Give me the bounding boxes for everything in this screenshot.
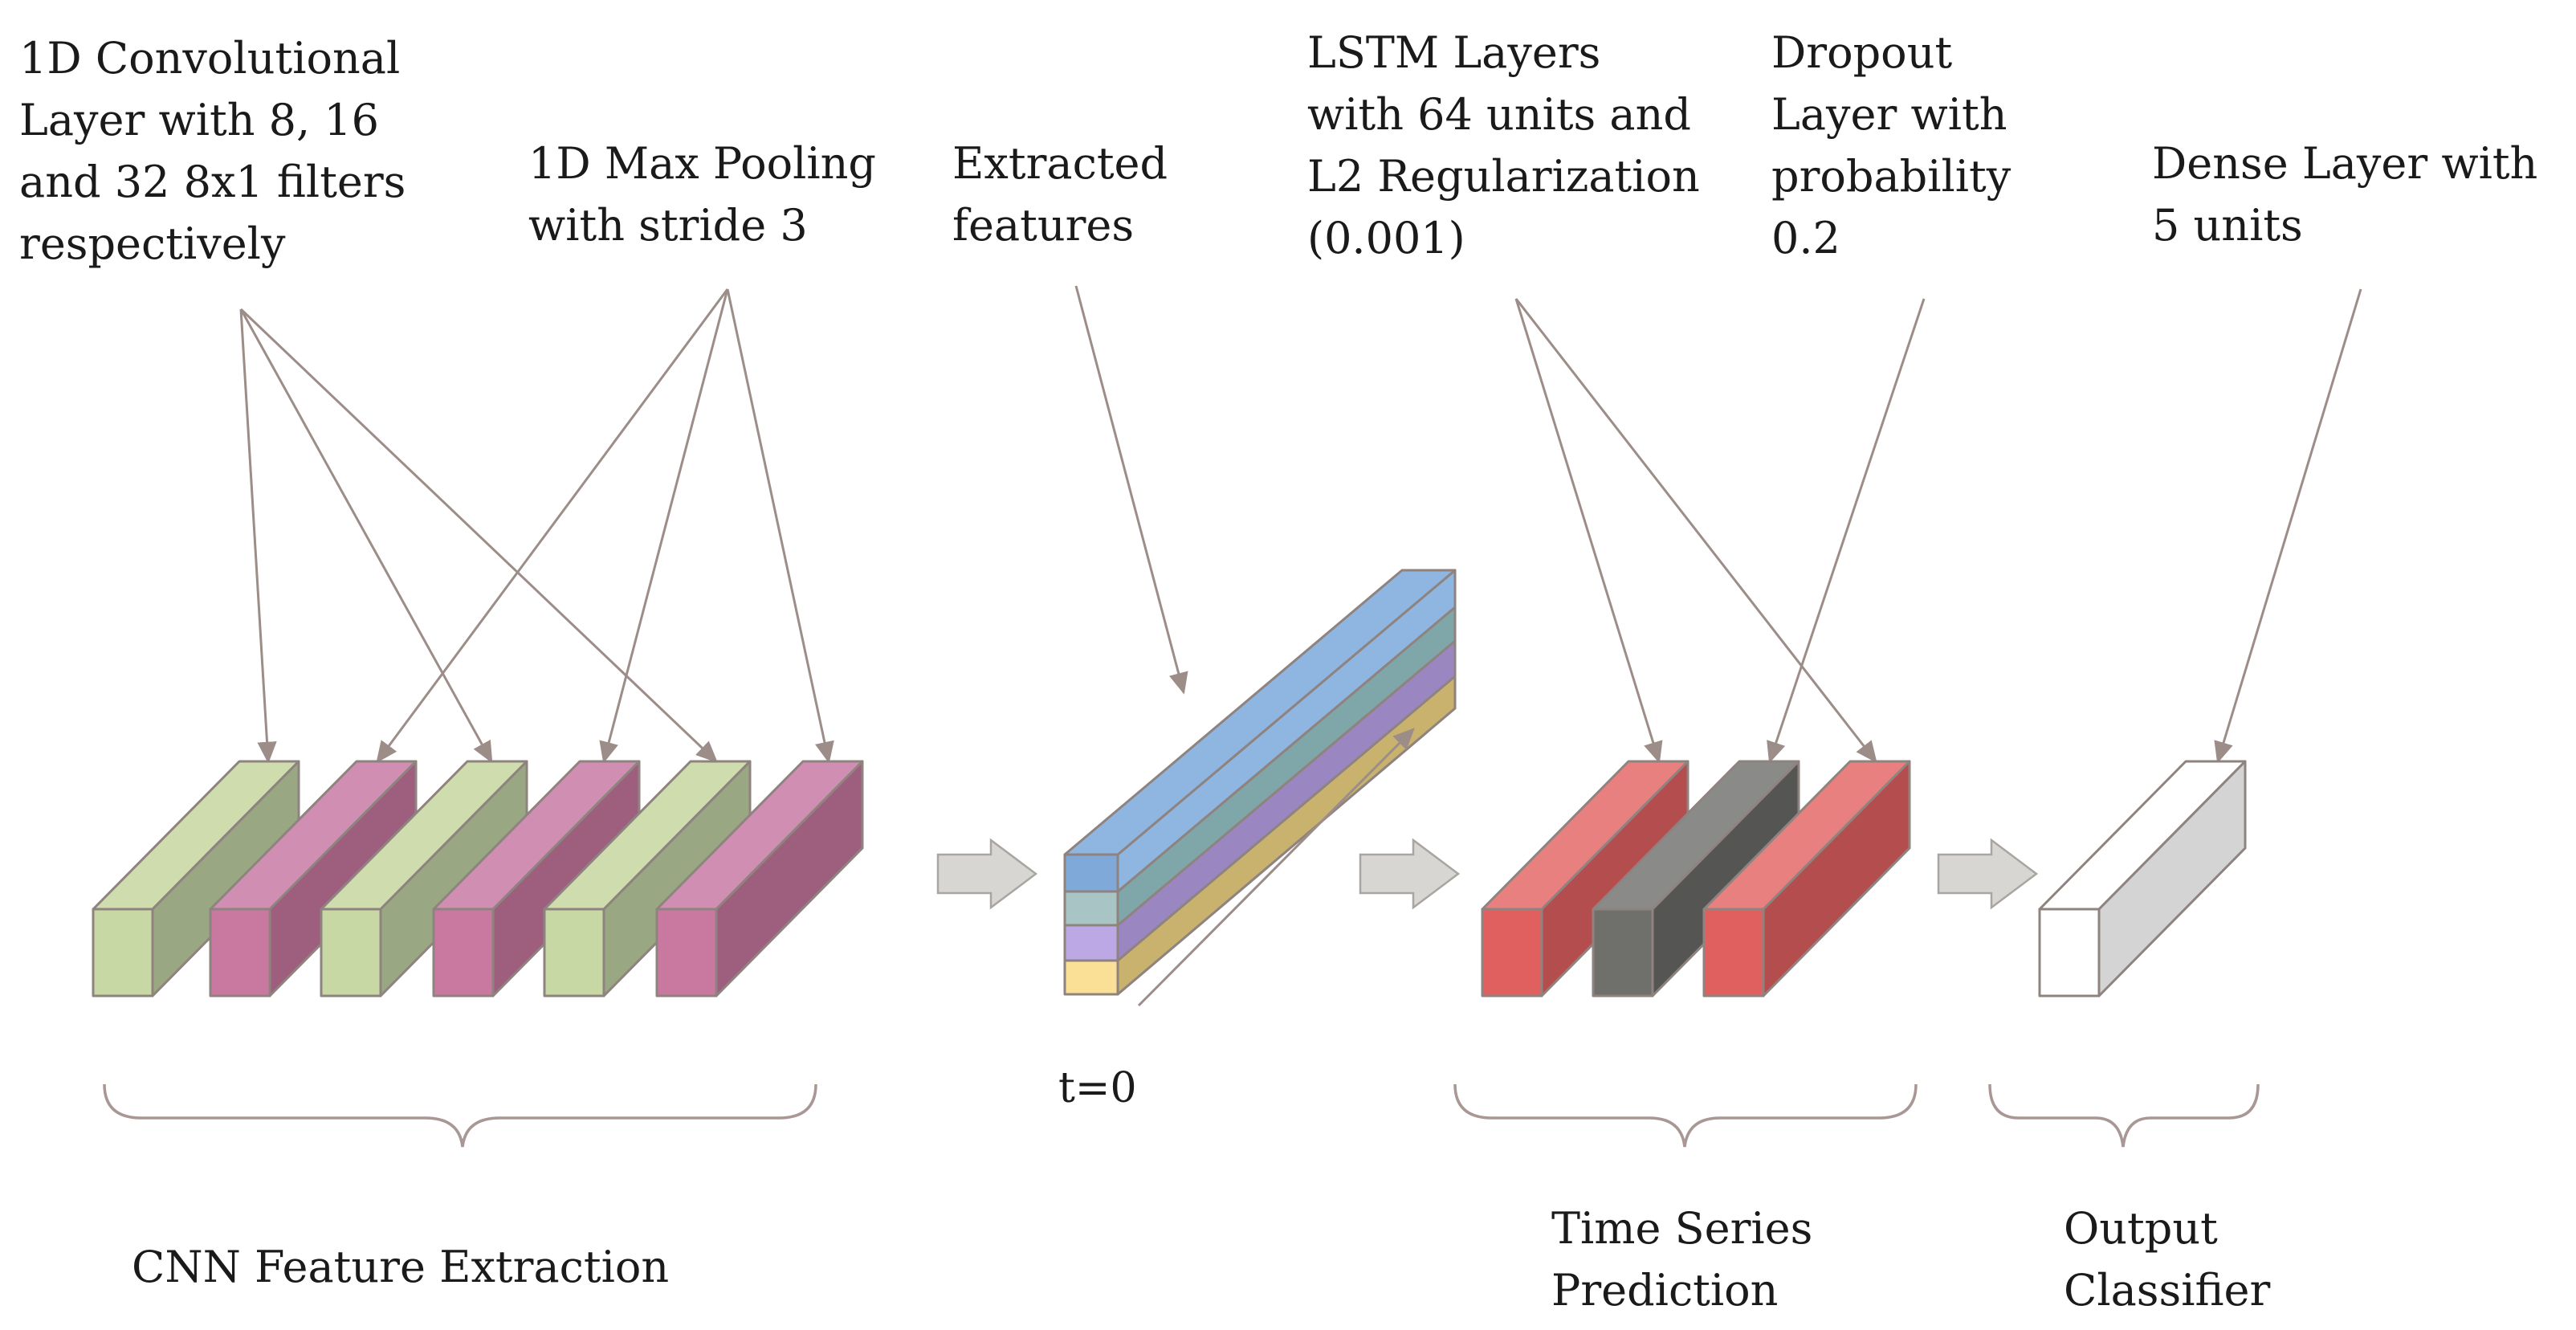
dense-annotation-line-2: 5 units <box>2152 200 2303 251</box>
pool-layer-annotation: 1D Max Pooling with stride 3 <box>528 138 876 251</box>
pool-annotation-line-2: with stride 3 <box>528 200 808 251</box>
feature-stack <box>1063 569 1457 1007</box>
pointer-conv-to-block-3 <box>239 308 493 764</box>
time-axis-arrow <box>1137 728 1415 1007</box>
pool-annotation-line-1: 1D Max Pooling <box>528 138 876 189</box>
stage-label-output-line-2: Classifier <box>2064 1265 2270 1316</box>
pointer-lstm-to-block-3 <box>1514 298 1877 764</box>
dense-block <box>2038 760 2247 998</box>
pointer-dropout-to-block <box>1767 298 1926 764</box>
time-series-blocks <box>1481 760 1911 998</box>
flow-arrow-2 <box>1359 838 1461 910</box>
dropout-annotation-line-2: Layer with <box>1771 89 2007 140</box>
pointer-features-to-stack <box>1074 285 1188 695</box>
dense-layer-annotation: Dense Layer with 5 units <box>2152 138 2537 251</box>
stage-label-output-line-1: Output <box>2064 1203 2218 1254</box>
conv-layer-annotation: 1D Convolutional Layer with 8, 16 and 32… <box>19 33 406 269</box>
lstm-layer-annotation: LSTM Layers with 64 units and L2 Regular… <box>1307 27 1700 263</box>
pointer-conv-to-block-5 <box>239 308 718 763</box>
pointer-conv-to-block-1 <box>239 308 277 764</box>
lstm-block-1-front <box>1481 908 1543 998</box>
pointer-pool-to-block-6 <box>726 288 834 764</box>
lstm-block-2-front <box>1702 908 1765 998</box>
features-annotation-line-2: features <box>952 200 1134 251</box>
pool-block-2-front <box>432 908 495 998</box>
lstm-annotation-line-1: LSTM Layers <box>1307 27 1600 78</box>
features-annotation: Extracted features <box>952 138 1168 251</box>
conv-annotation-line-3: and 32 8x1 filters <box>19 157 406 207</box>
time-label: t=0 <box>1058 1064 1137 1112</box>
stage-label-cnn: CNN Feature Extraction <box>132 1242 669 1292</box>
pointer-dense-to-block <box>2214 288 2362 764</box>
dropout-annotation-line-3: probability <box>1771 151 2011 202</box>
conv-block-1 <box>92 760 300 998</box>
lstm-annotation-line-3: L2 Regularization <box>1307 151 1700 202</box>
conv-block-3-front <box>543 908 605 998</box>
braces <box>103 1083 2260 1148</box>
cnn-blocks <box>92 760 864 998</box>
conv-annotation-line-2: Layer with 8, 16 <box>19 95 379 145</box>
dense-annotation-line-1: Dense Layer with <box>2152 138 2537 189</box>
pool-block-3-front <box>655 908 718 998</box>
pool-block-3 <box>655 760 864 998</box>
flow-arrow-1 <box>936 838 1038 910</box>
conv-block-2 <box>320 760 528 998</box>
dropout-layer-annotation: Dropout Layer with probability 0.2 <box>1771 27 2011 263</box>
time-series-brace <box>1453 1083 1918 1148</box>
feature-stack-front-blue <box>1063 853 1119 893</box>
dropout-block-front <box>1592 908 1654 998</box>
pool-block-1-front <box>209 908 271 998</box>
output-brace <box>1988 1083 2260 1148</box>
flow-arrows <box>936 838 2039 910</box>
pointer-lines <box>239 285 2362 764</box>
lstm-block-2 <box>1702 760 1911 998</box>
conv-annotation-line-1: 1D Convolutional <box>19 33 400 84</box>
lstm-annotation-line-4: (0.001) <box>1307 213 1465 263</box>
feature-stack-front-purple <box>1063 924 1119 962</box>
dropout-annotation-line-1: Dropout <box>1771 27 1952 78</box>
pointer-pool-to-block-2 <box>376 288 729 764</box>
flow-arrow-3 <box>1937 838 2039 910</box>
dense-block-front <box>2038 908 2101 998</box>
conv-block-1-front <box>92 908 154 998</box>
conv-block-2-front <box>320 908 382 998</box>
features-annotation-line-1: Extracted <box>952 138 1168 189</box>
dropout-annotation-line-4: 0.2 <box>1771 213 1840 263</box>
pool-block-2 <box>432 760 641 998</box>
stage-label-time-series-line-1: Time Series <box>1551 1203 1812 1254</box>
feature-stack-front-teal <box>1063 890 1119 927</box>
stage-labels: CNN Feature Extraction Time Series Predi… <box>132 1203 2270 1316</box>
stage-label-time-series-line-2: Prediction <box>1551 1265 1778 1316</box>
pointer-pool-to-block-4 <box>599 288 729 764</box>
lstm-annotation-line-2: with 64 units and <box>1307 89 1691 140</box>
cnn-brace <box>103 1083 817 1148</box>
conv-annotation-line-4: respectively <box>19 218 286 269</box>
conv-block-3 <box>543 760 752 998</box>
feature-stack-front-yellow <box>1063 959 1119 996</box>
pointer-lstm-to-block-1 <box>1514 298 1663 764</box>
